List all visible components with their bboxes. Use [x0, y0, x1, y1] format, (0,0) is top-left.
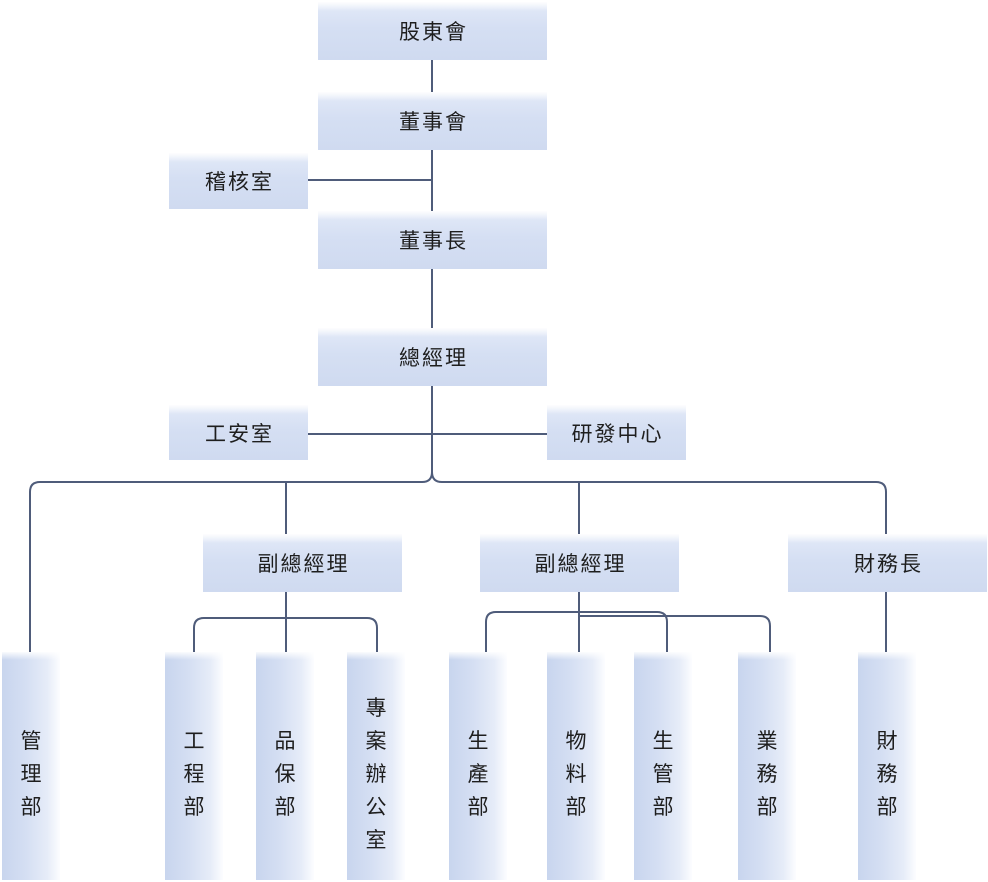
- dept-finance-label: 財務部: [876, 728, 898, 819]
- dept-project-office-box: 專案辦公室: [347, 652, 405, 880]
- dept-project-office-label: 專案辦公室: [365, 695, 387, 852]
- node-board-of-directors: 董事會: [318, 92, 547, 150]
- dept-materials-label: 物料部: [565, 728, 587, 819]
- node-safety-office: 工安室: [169, 405, 308, 460]
- connector-line: [29, 386, 433, 652]
- dept-engineering-label: 工程部: [183, 728, 205, 819]
- dept-sales-box: 業務部: [738, 652, 796, 880]
- dept-sales-label: 業務部: [756, 728, 778, 819]
- node-chairman: 董事長: [318, 211, 547, 269]
- dept-management-label: 管理部: [20, 728, 42, 819]
- dept-quality-assurance-box: 品保部: [256, 652, 314, 880]
- dept-production-control-label: 生管部: [652, 728, 674, 819]
- node-cfo: 財務長: [788, 534, 987, 592]
- connector-line: [431, 471, 887, 534]
- node-general-manager: 總經理: [318, 328, 547, 386]
- dept-management-box: 管理部: [2, 652, 60, 880]
- connector-line: [579, 615, 771, 652]
- dept-quality-assurance-label: 品保部: [274, 728, 296, 819]
- node-vice-gm-right: 副總經理: [480, 534, 679, 592]
- dept-materials-box: 物料部: [547, 652, 605, 880]
- node-vice-gm-left: 副總經理: [203, 534, 402, 592]
- dept-finance-box: 財務部: [858, 652, 916, 880]
- node-shareholders-meeting: 股東會: [318, 2, 547, 60]
- dept-production-control-box: 生管部: [634, 652, 692, 880]
- node-audit-office: 稽核室: [169, 153, 308, 209]
- connector-line: [193, 617, 378, 652]
- dept-engineering-box: 工程部: [165, 652, 223, 880]
- connector-line: [485, 611, 668, 652]
- dept-production-box: 生產部: [449, 652, 507, 880]
- node-rnd-center: 研發中心: [547, 405, 686, 460]
- dept-production-label: 生產部: [467, 728, 489, 819]
